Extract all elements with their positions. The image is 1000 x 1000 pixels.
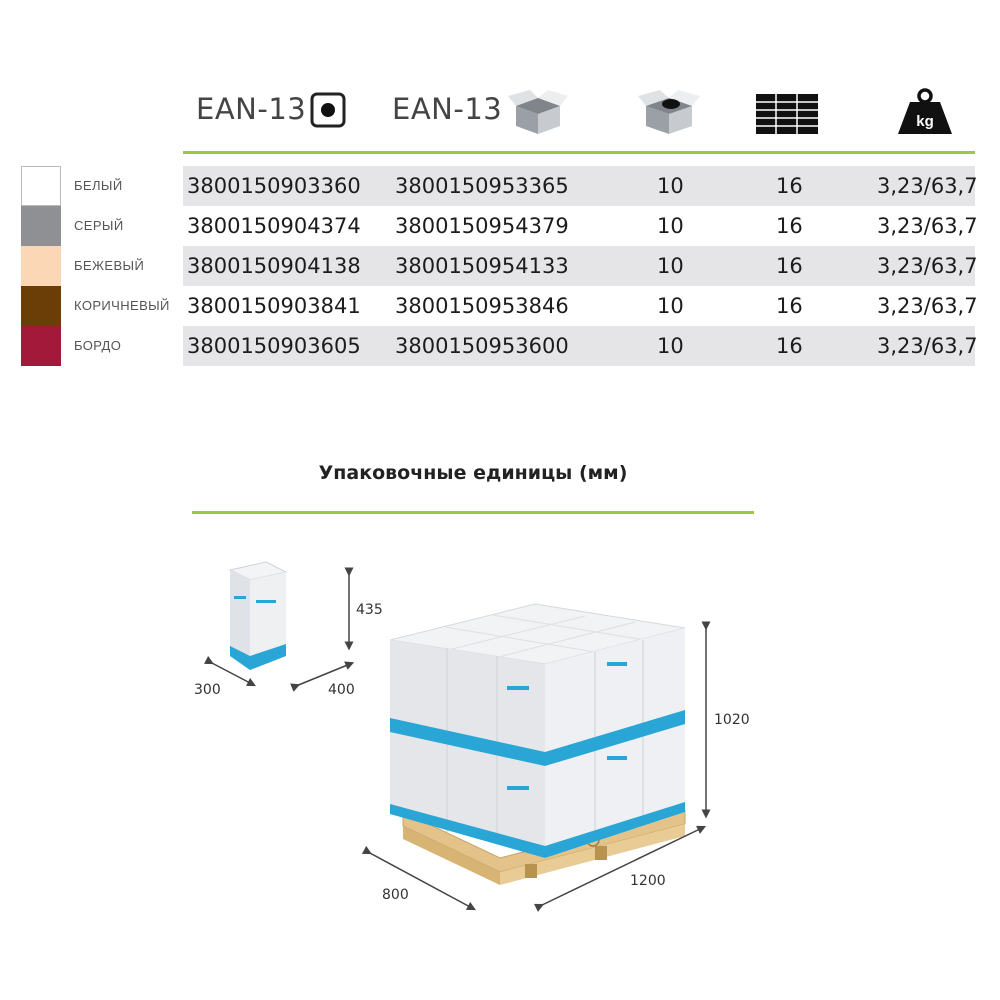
header-ean-unit: EAN-13 [196,92,307,126]
ean-box-cell: 3800150953600 [395,334,569,358]
qty-box-cell: 10 [657,334,684,358]
open-box-icon [508,90,568,134]
header-divider [183,151,975,154]
qty-box-cell: 10 [657,254,684,278]
weight-cell: 3,23/63,7 [877,174,978,198]
weight-cell: 3,23/63,7 [877,334,978,358]
box-depth-label: 300 [194,682,221,698]
weight-cell: 3,23/63,7 [877,254,978,278]
box-width-label: 400 [328,682,355,698]
header-ean-box: EAN-13 [392,92,503,126]
pallet-height-label: 1020 [714,712,750,728]
kg-weight-icon: kg [898,88,952,134]
ean-box-cell: 3800150954379 [395,214,569,238]
table-row [183,246,975,286]
table-row [183,166,975,206]
weight-cell: 3,23/63,7 [877,214,978,238]
ean-box-cell: 3800150953365 [395,174,569,198]
color-name: БОРДО [74,338,122,353]
ean-unit-cell: 3800150903605 [187,334,361,358]
kg-label: kg [916,113,934,130]
section-divider [192,511,754,514]
ean-unit-cell: 3800150903360 [187,174,361,198]
ean-unit-cell: 3800150903841 [187,294,361,318]
section-title: Упаковочные единицы (мм) [318,462,628,484]
qty-pallet-cell: 16 [776,334,803,358]
color-name: СЕРЫЙ [74,218,124,233]
box-dimension-arrows [203,567,355,692]
color-swatch-grey [21,206,61,246]
color-name: КОРИЧНЕВЫЙ [74,298,170,313]
weight-cell: 3,23/63,7 [877,294,978,318]
color-swatch-bordeaux [21,326,61,366]
box-with-item-icon [638,90,700,134]
table-row [183,326,975,366]
ean-unit-cell: 3800150904374 [187,214,361,238]
qty-pallet-cell: 16 [776,174,803,198]
qty-pallet-cell: 16 [776,254,803,278]
ean-unit-cell: 3800150904138 [187,254,361,278]
qty-pallet-cell: 16 [776,294,803,318]
color-swatch-beige [21,246,61,286]
pallet-dimension-arrows [361,621,711,913]
qty-box-cell: 10 [657,174,684,198]
color-swatch-brown [21,286,61,326]
qty-box-cell: 10 [657,214,684,238]
ean-box-cell: 3800150953846 [395,294,569,318]
ean-box-cell: 3800150954133 [395,254,569,278]
color-name: БЕЖЕВЫЙ [74,258,145,273]
color-swatch-white [21,166,61,206]
box-height-label: 435 [356,602,383,618]
pallet-stack-icon [756,94,818,134]
pallet-depth-label: 800 [382,887,409,903]
qty-pallet-cell: 16 [776,214,803,238]
color-name: БЕЛЫЙ [74,178,123,193]
pallet-width-label: 1200 [630,873,666,889]
dot-square-icon [310,92,346,128]
qty-box-cell: 10 [657,294,684,318]
